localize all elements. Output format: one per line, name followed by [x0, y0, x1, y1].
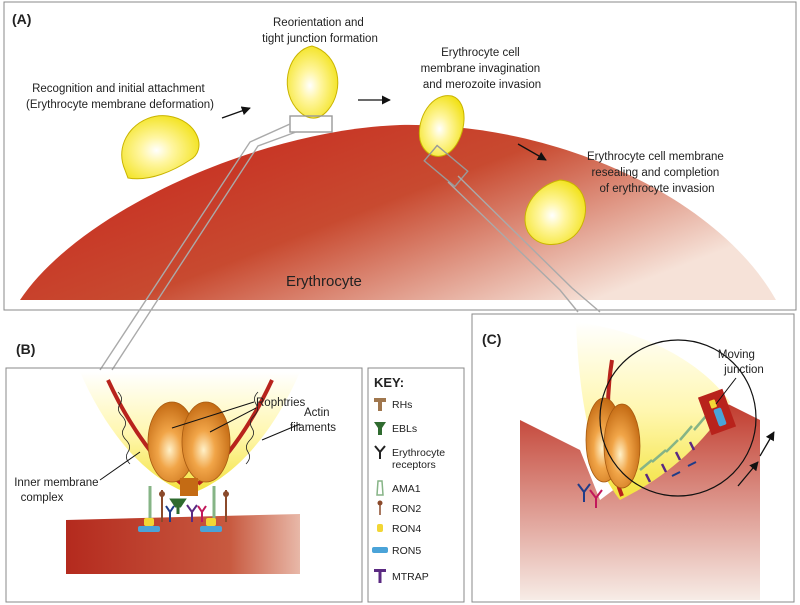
- actin-filament-left: [117, 391, 131, 465]
- ron4-c: [709, 399, 717, 409]
- rophtries-pointer-1: [171, 401, 255, 429]
- ron5-icon: [372, 547, 388, 553]
- erythrocyte-label: Erythrocyte: [286, 273, 362, 290]
- zoom-box-b: [289, 115, 333, 133]
- progress-arrow-1: [737, 461, 759, 487]
- key-item-label: RON5: [392, 545, 421, 557]
- erythrocyte-membrane-c: [520, 400, 760, 600]
- mtrap-icon: [374, 569, 386, 583]
- connector-b: [99, 123, 297, 371]
- key-item: EBLs: [374, 422, 417, 435]
- key-item-label: EBLs: [392, 423, 417, 435]
- imc-label: Inner membrane complex: [14, 477, 102, 504]
- actin-filament-right: [245, 391, 259, 465]
- ebl-icon: [374, 422, 386, 435]
- junction-proteins: [138, 486, 229, 532]
- key-item-label: AMA1: [392, 483, 421, 495]
- ama1-icon: [376, 480, 384, 496]
- key-item: RHs: [374, 398, 412, 411]
- receptor-icon: [374, 445, 386, 459]
- step-2-text: Reorientation and tight junction formati…: [262, 17, 378, 45]
- junction-proteins-c: [577, 415, 707, 508]
- panel-b-label: (B): [16, 341, 35, 357]
- merozoite-invading: [418, 95, 465, 157]
- step-4-text: Erythrocyte cell membrane resealing and …: [587, 151, 727, 195]
- merozoite-reorient: [286, 45, 339, 119]
- erythrocyte-membrane-segment: [66, 514, 300, 574]
- rhoptry-c-2: [603, 403, 641, 489]
- ron5-c: [713, 407, 727, 427]
- imc-pointer: [99, 451, 141, 481]
- panel-c-frame: [471, 313, 795, 603]
- actin-pointer: [261, 423, 301, 441]
- rophtries-label: Rophtries: [256, 397, 305, 409]
- key-item: RON5: [372, 545, 421, 557]
- key-item: RON2: [377, 500, 421, 515]
- key-item: RON4: [377, 523, 421, 535]
- rophtries-pointer-2: [209, 407, 257, 433]
- key-frame: [367, 367, 465, 603]
- key-title: KEY:: [374, 375, 404, 390]
- erythrocyte-body: [20, 124, 776, 300]
- ron4-icon: [377, 524, 383, 532]
- rh-icon: [374, 398, 386, 411]
- moving-junction-circle: [599, 339, 757, 497]
- panel-a-frame: [3, 1, 797, 311]
- moving-junction-label: Moving junction: [718, 349, 764, 376]
- key-item-label: MTRAP: [392, 571, 429, 583]
- panel-a-label: (A): [12, 11, 31, 27]
- merozoite-complete: [524, 179, 586, 245]
- merozoite-attach: [121, 115, 200, 180]
- step-3-text: Erythrocyte cell membrane invagination a…: [421, 47, 544, 91]
- connector-c: [447, 175, 601, 313]
- actin-label: Actin filaments: [290, 407, 336, 434]
- key-item-label: RON2: [392, 503, 421, 515]
- panel-b-frame: [5, 367, 363, 603]
- key-item-label: RON4: [392, 523, 421, 535]
- step-1-text: Recognition and initial attachment (Eryt…: [26, 83, 214, 111]
- key-item-label: RHs: [392, 399, 412, 411]
- panel-c-label: (C): [482, 331, 501, 347]
- moving-junction-pointer: [715, 377, 737, 405]
- rhoptry-right: [181, 401, 231, 483]
- arrow-step-3-4: [517, 143, 547, 161]
- ron2-icon: [377, 500, 383, 515]
- rhoptry-neck: [180, 478, 198, 496]
- key-item: MTRAP: [374, 569, 429, 583]
- arrow-step-1-2: [221, 106, 251, 119]
- key-item: AMA1: [376, 480, 421, 496]
- progress-arrow-2: [759, 431, 775, 457]
